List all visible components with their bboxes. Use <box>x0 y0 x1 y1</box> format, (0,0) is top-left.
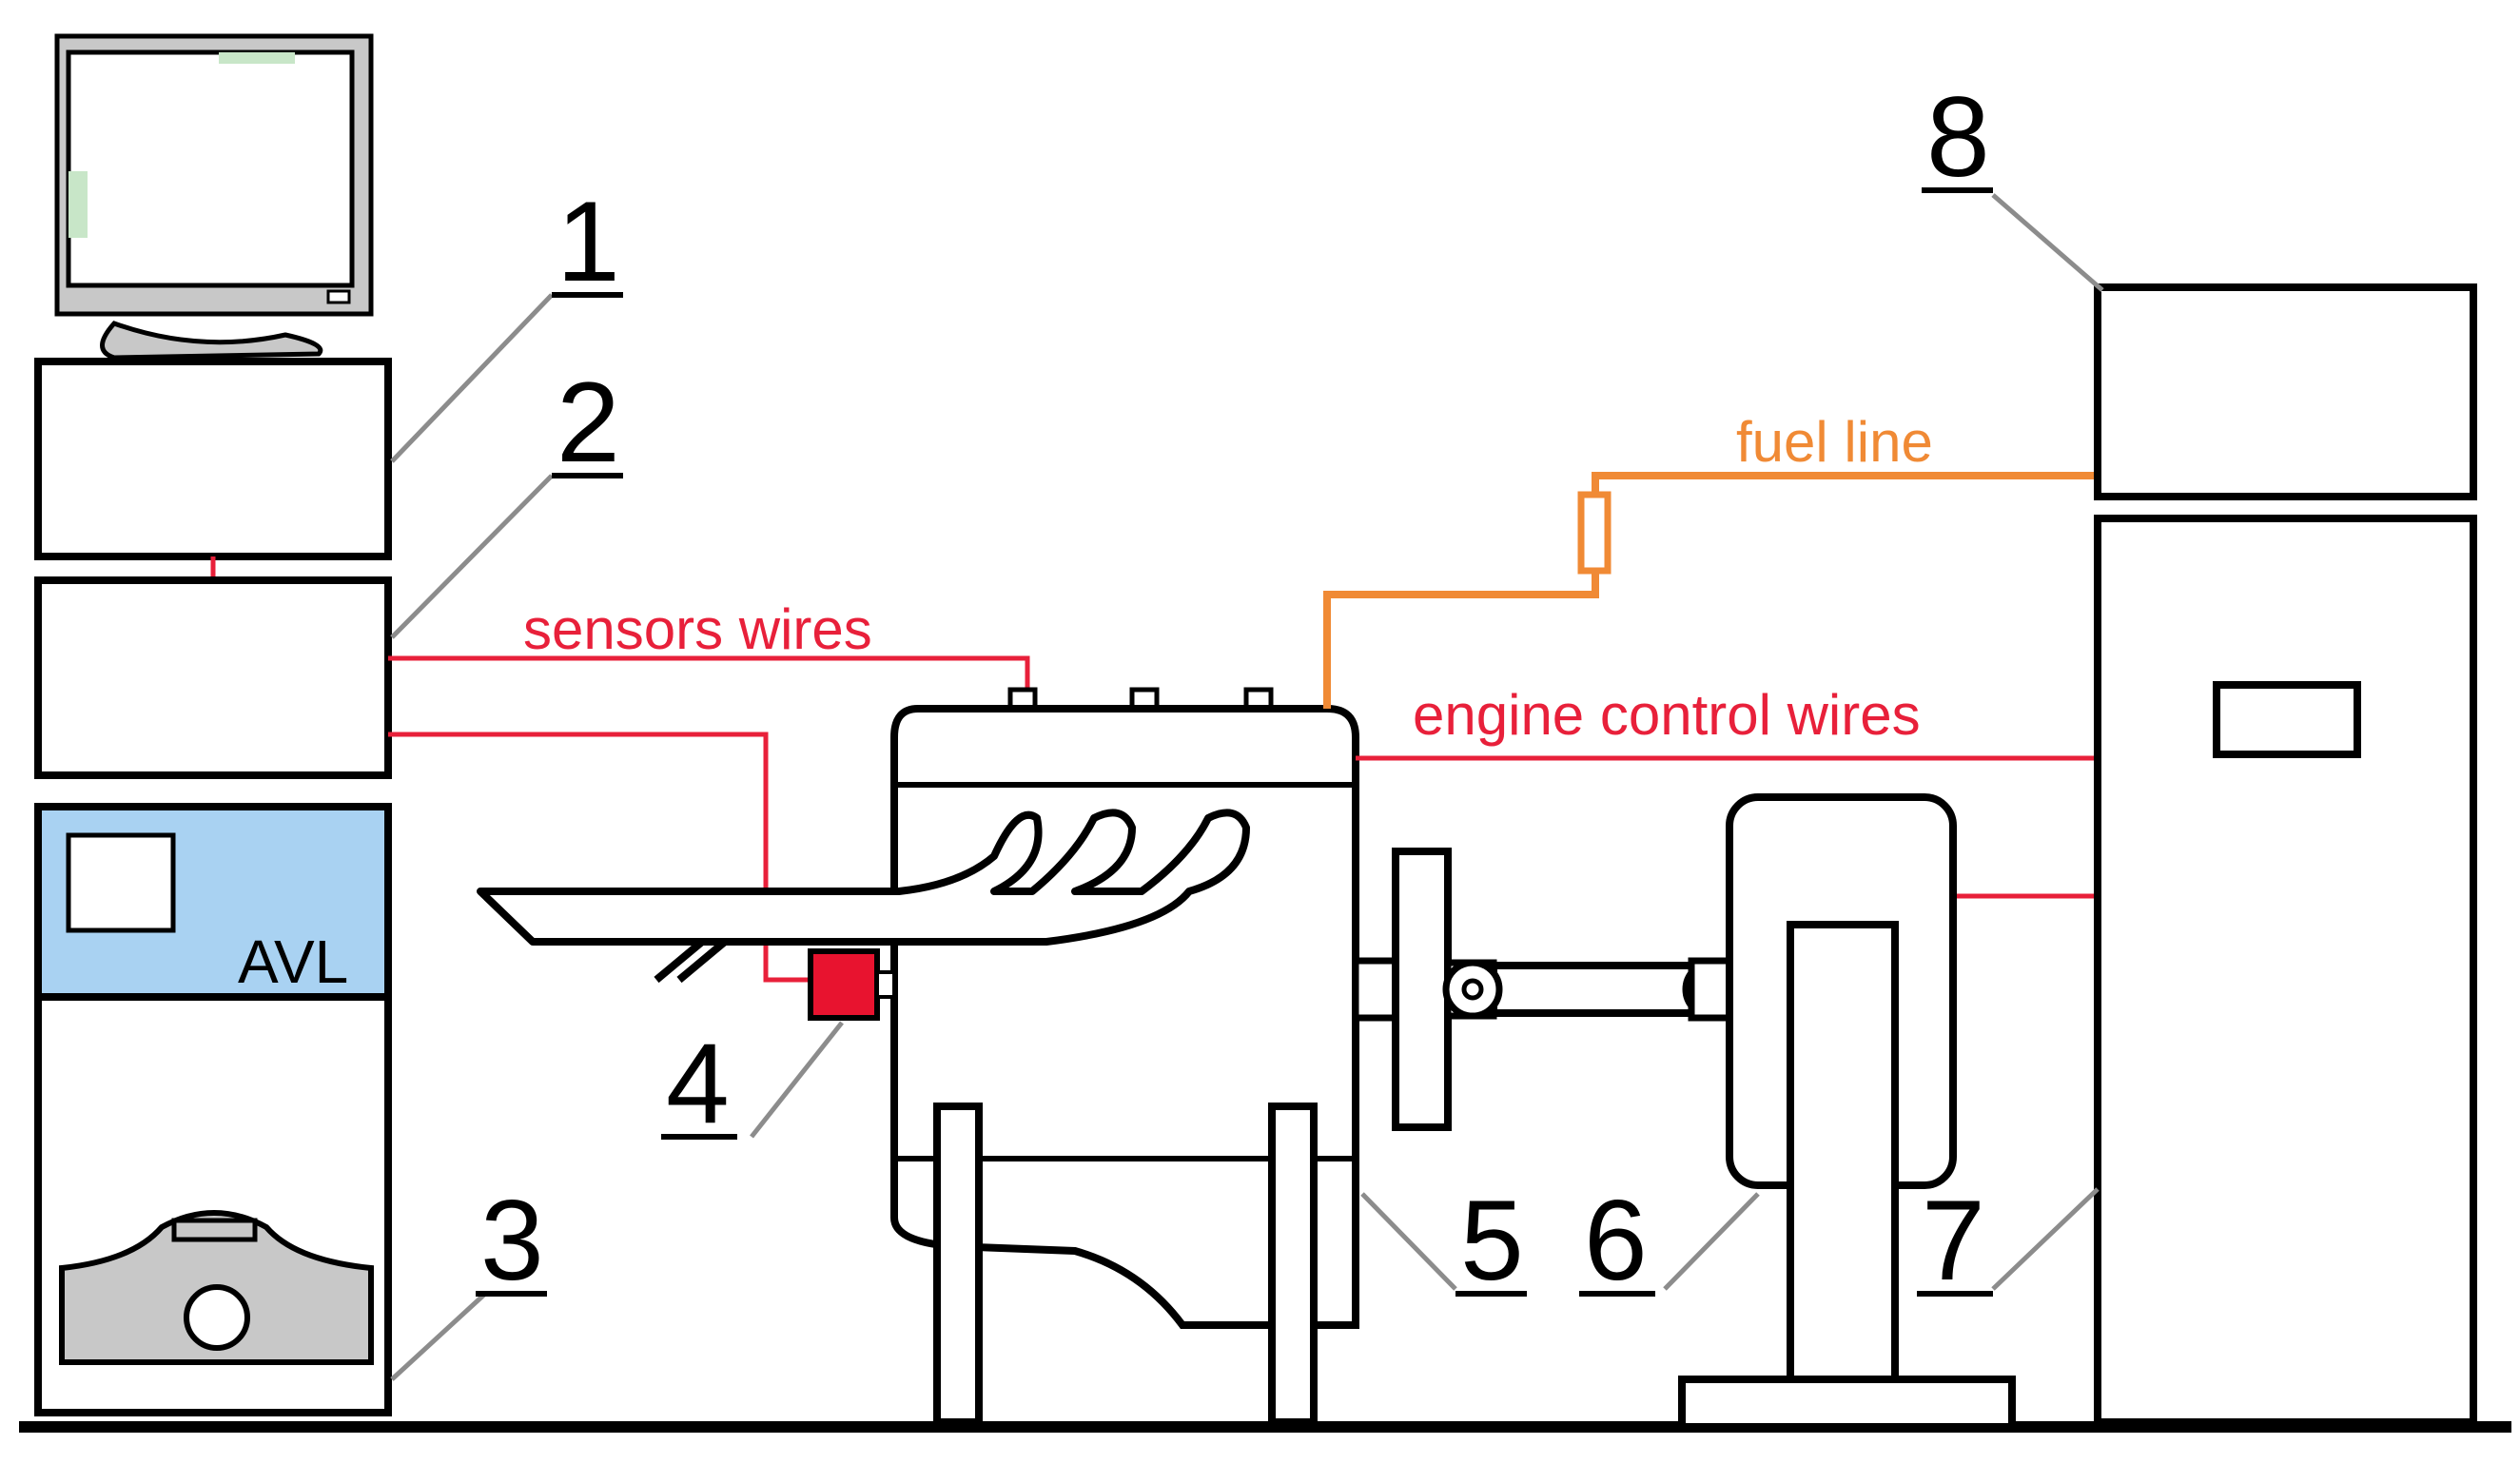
callout-3-text: 3 <box>480 1177 544 1304</box>
computer-unit <box>34 358 392 560</box>
fuel-filter <box>1577 491 1612 575</box>
flywheel-shaft <box>1352 848 1743 1131</box>
callout-2: 2 <box>552 359 623 486</box>
sensor-block <box>808 948 880 1021</box>
fuel-line <box>1323 472 2098 709</box>
monitor-icon <box>54 33 374 361</box>
fuel-meter <box>2094 283 2477 500</box>
cabinet-display <box>2213 681 2361 758</box>
callout-3: 3 <box>476 1177 547 1304</box>
sensor-probe <box>875 970 896 999</box>
callout-6: 6 <box>1579 1177 1655 1304</box>
callout-8-text: 8 <box>1926 73 1990 201</box>
engine-block <box>890 687 1359 1426</box>
leader-lines <box>390 193 2104 1381</box>
dynamometer <box>1678 793 2016 1431</box>
engine-control-wires <box>1356 755 2098 899</box>
sensor-wires <box>388 655 1030 983</box>
control-cabinet <box>2094 515 2477 1426</box>
callout-4-text: 4 <box>666 1020 730 1147</box>
fuel-line-label: fuel line <box>1736 410 1933 474</box>
callout-7-text: 7 <box>1922 1177 1985 1304</box>
callout-2-text: 2 <box>557 359 620 486</box>
callout-8: 8 <box>1922 73 1993 201</box>
callout-4: 4 <box>661 1020 737 1147</box>
callout-1: 1 <box>552 178 623 305</box>
callout-6-text: 6 <box>1584 1177 1648 1304</box>
engine-control-wires-label: engine control wires <box>1413 683 1921 747</box>
avl-analyzer <box>34 803 392 1416</box>
callout-7: 7 <box>1917 1177 1993 1304</box>
avl-logo-text: AVL <box>238 927 348 996</box>
sensors-wires-label: sensors wires <box>523 597 872 661</box>
callout-5: 5 <box>1455 1177 1527 1304</box>
data-acquisition-unit <box>34 576 392 779</box>
callout-1-text: 1 <box>557 178 620 305</box>
exhaust-manifold <box>477 809 1250 984</box>
callout-5-text: 5 <box>1460 1177 1524 1304</box>
